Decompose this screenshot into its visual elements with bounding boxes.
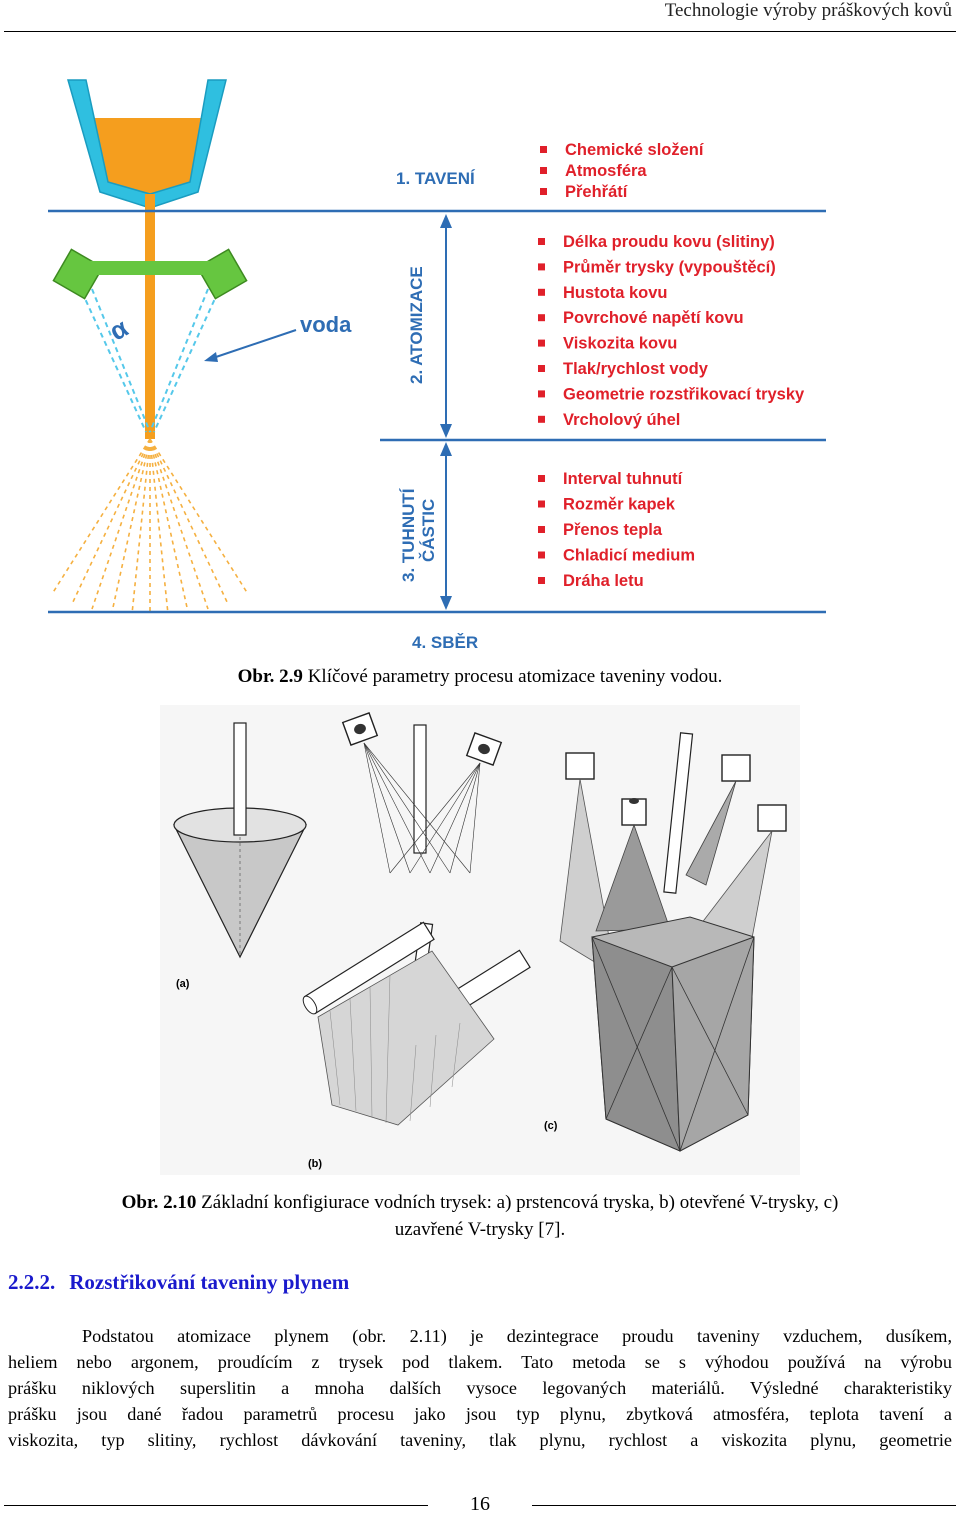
bullet xyxy=(538,263,545,271)
parameter-item: Chemické složení xyxy=(565,141,705,159)
bullet xyxy=(538,238,545,245)
parameter-item: Hustota kovu xyxy=(563,284,668,302)
solidification-arrow-head-bottom xyxy=(440,596,452,610)
bullet xyxy=(538,390,545,398)
bullet xyxy=(540,188,547,195)
solidification-arrow-head-top xyxy=(440,442,452,456)
paragraph-line-2: heliem nebo argonem, proudícím z trysek … xyxy=(8,1352,952,1372)
melt-tube-a xyxy=(233,722,247,836)
paragraph-line-4: prášku jsou dané řadou parametrů procesu… xyxy=(8,1404,952,1424)
nozzle-b-left xyxy=(341,712,379,746)
figure2-caption-line1: Obr. 2.10 Základní konfigiurace vodních … xyxy=(0,1192,960,1214)
parameter-item: Tlak/rychlost vody xyxy=(563,360,709,378)
parameter-item: Povrchové napětí kovu xyxy=(563,309,744,327)
label-c: (c) xyxy=(544,1120,558,1132)
parameter-item: Délka proudu kovu (slitiny) xyxy=(563,233,775,251)
nozzle-c-3 xyxy=(721,754,751,782)
atomization-arrow-head-top xyxy=(440,214,452,228)
v-jet-curtain xyxy=(317,950,495,1126)
bullet xyxy=(538,551,545,559)
melt-stream xyxy=(145,194,155,439)
droplet-spray xyxy=(51,438,249,615)
figure1-caption-label: Obr. 2.9 xyxy=(237,666,303,687)
bullet xyxy=(538,288,545,296)
figure1-caption: Obr. 2.9 Klíčové parametry procesu atomi… xyxy=(0,666,960,688)
bullet xyxy=(538,339,545,347)
parameter-item: Přenos tepla xyxy=(563,521,663,539)
parameter-item: Dráha letu xyxy=(563,572,644,590)
bullet xyxy=(538,500,545,508)
bullet xyxy=(538,475,545,482)
parameter-item: Vrcholový úhel xyxy=(563,411,680,429)
header-rule xyxy=(4,31,956,32)
angle-label: α xyxy=(104,312,133,346)
stage-collection: 4. SBĚR xyxy=(412,633,478,652)
page-number: 16 xyxy=(470,1493,490,1515)
section-title: Rozstřikování taveniny plynem xyxy=(69,1270,350,1294)
figure-water-atomization: α voda 1. TAVENÍ 2. ATOMIZACE 3. TUHNUTÍ… xyxy=(48,79,826,652)
paragraph-line-3: prášku niklových superslitin a mnoha dal… xyxy=(8,1378,952,1398)
section-heading: 2.2.2. Rozstřikování taveniny plynem xyxy=(8,1270,363,1295)
footer-rule-left xyxy=(4,1505,428,1506)
closed-v-side xyxy=(671,936,755,1152)
parameter-item: Chladicí medium xyxy=(563,547,695,565)
stage-atomization: 2. ATOMIZACE xyxy=(407,266,426,384)
parameter-item: Průměr trysky (vypouštěcí) xyxy=(563,258,776,276)
water-label: voda xyxy=(300,312,352,337)
parameter-item: Viskozita kovu xyxy=(563,335,677,353)
atomization-arrow-head-bottom xyxy=(440,424,452,438)
paragraph-line-5: viskozita, typ slitiny, rychlost dávková… xyxy=(8,1430,952,1450)
closed-v-edges xyxy=(591,936,755,1152)
v-jet-lines xyxy=(329,974,461,1124)
atomization-parameter-list: Délka proudu kovu (slitiny) Průměr trysky… xyxy=(538,233,805,429)
v-jet-pipe-left xyxy=(302,921,435,1015)
stage-solidification-1: 3. TUHNUTÍ xyxy=(399,487,418,582)
bullet xyxy=(538,415,545,423)
running-header: Technologie výroby práškových kovů xyxy=(664,0,952,21)
figure2-caption-text: Základní konfigiurace vodních trysek: a)… xyxy=(196,1192,839,1213)
figure2-caption-line2: uzavřené V-trysky [7]. xyxy=(394,1219,566,1240)
parameter-item: Rozměr kapek xyxy=(563,496,676,514)
figure-nozzle-configurations: (a) (b) xyxy=(160,705,800,1175)
bullet xyxy=(538,365,545,372)
bullet xyxy=(538,314,545,322)
parameter-item: Geometrie rozstřikovací trysky xyxy=(563,385,805,403)
melt-tube-c xyxy=(663,732,694,894)
water-jets xyxy=(81,288,219,433)
nozzle-c-4 xyxy=(757,804,787,832)
paragraph-line-1: Podstatou atomizace plynem (obr. 2.11) j… xyxy=(82,1326,952,1346)
footer-rule-right xyxy=(532,1505,956,1506)
water-arrow-head xyxy=(204,352,218,362)
figure2-caption-label: Obr. 2.10 xyxy=(121,1192,197,1213)
closed-v-sheet-3 xyxy=(685,780,737,886)
parameter-item: Atmosféra xyxy=(565,162,647,180)
bullet xyxy=(540,146,547,153)
bullet xyxy=(540,167,547,174)
bullet xyxy=(538,577,545,584)
nozzle-c-2 xyxy=(621,798,647,826)
spray-fan-b xyxy=(363,742,481,874)
figure1-caption-text: Klíčové parametry procesu atomizace tave… xyxy=(302,666,723,687)
bullet xyxy=(538,526,545,533)
nozzle-c-1 xyxy=(565,752,595,780)
crucible-melt xyxy=(86,118,208,194)
nozzle-b-right xyxy=(465,732,503,766)
parameter-item: Interval tuhnutí xyxy=(563,470,684,488)
stage-solidification-2: ČÁSTIC xyxy=(419,499,438,562)
section-number: 2.2.2. xyxy=(8,1270,56,1294)
water-arrow xyxy=(209,329,297,360)
label-b: (b) xyxy=(308,1158,322,1170)
parameter-item: Přehřátí xyxy=(565,183,629,201)
stage-melting: 1. TAVENÍ xyxy=(396,169,476,188)
label-a: (a) xyxy=(176,978,190,990)
